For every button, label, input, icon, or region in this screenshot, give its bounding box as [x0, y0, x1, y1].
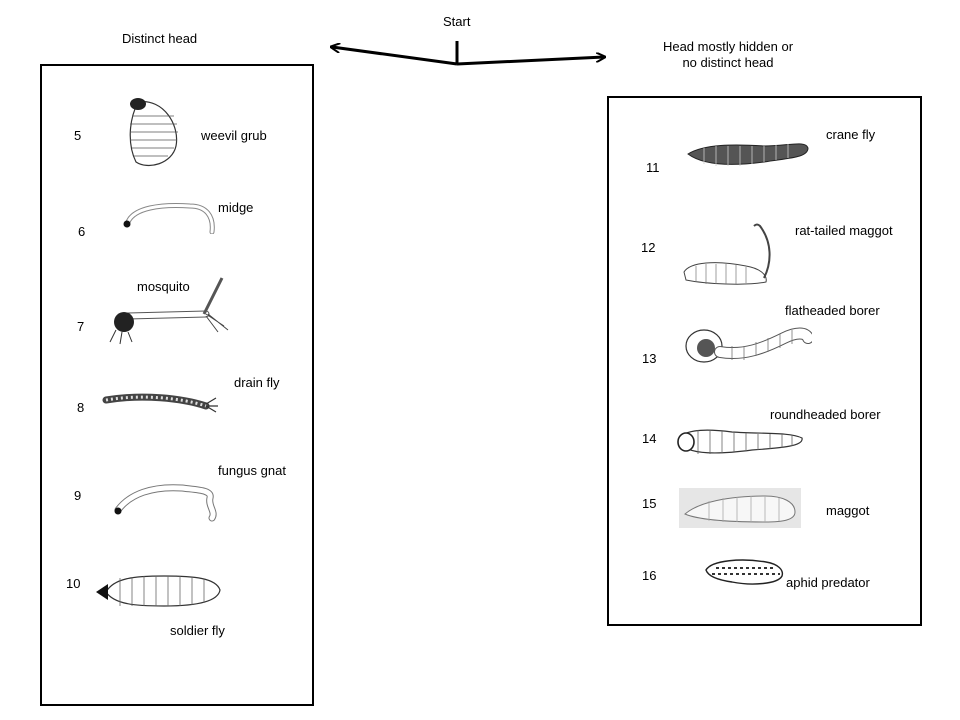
mosquito-larva-icon: [109, 277, 229, 345]
item-label: crane fly: [826, 127, 876, 142]
item-label: rat-tailed maggot: [795, 223, 893, 238]
item-number: 10: [66, 576, 81, 591]
item-label: mosquito: [137, 279, 190, 294]
right-heading-line2: no distinct head: [682, 55, 774, 70]
item-number: 13: [642, 351, 657, 366]
item-label: flatheaded borer: [785, 303, 880, 318]
item-number: 7: [77, 319, 85, 334]
item-number: 12: [641, 240, 656, 255]
soldier-fly-larva-icon: [96, 575, 221, 607]
item-number: 14: [642, 431, 657, 446]
weevil-grub-icon: [129, 98, 178, 167]
item-number: 11: [646, 160, 660, 175]
maggot-icon: [679, 488, 801, 528]
hidden-head-panel: [607, 96, 922, 626]
item-label: drain fly: [234, 375, 280, 390]
right-heading: Head mostly hidden or no distinct head: [658, 39, 798, 71]
item-number: 6: [78, 224, 86, 239]
roundheaded-borer-icon: [677, 429, 803, 454]
item-label: midge: [218, 200, 254, 215]
item-label: soldier fly: [170, 623, 225, 638]
aphid-predator-larva-icon: [705, 559, 784, 585]
right-heading-line1: Head mostly hidden or: [662, 39, 794, 54]
item-label: roundheaded borer: [770, 407, 881, 422]
distinct-head-panel: [40, 64, 314, 706]
start-label: Start: [443, 14, 471, 29]
rat-tailed-maggot-icon: [683, 223, 771, 285]
drain-fly-larva-icon: [102, 393, 218, 413]
item-number: 15: [642, 496, 657, 511]
left-heading: Distinct head: [122, 31, 198, 46]
item-label: weevil grub: [201, 128, 267, 143]
item-number: 8: [77, 400, 85, 415]
item-number: 5: [74, 128, 82, 143]
item-label: aphid predator: [786, 575, 870, 590]
flatheaded-borer-icon: [685, 327, 812, 363]
item-number: 16: [642, 568, 657, 583]
fungus-gnat-larva-icon: [114, 484, 217, 522]
item-label: fungus gnat: [218, 463, 286, 478]
crane-fly-larva-icon: [687, 143, 809, 166]
item-number: 9: [74, 488, 82, 503]
midge-larva-icon: [123, 203, 215, 234]
item-label: maggot: [826, 503, 870, 518]
